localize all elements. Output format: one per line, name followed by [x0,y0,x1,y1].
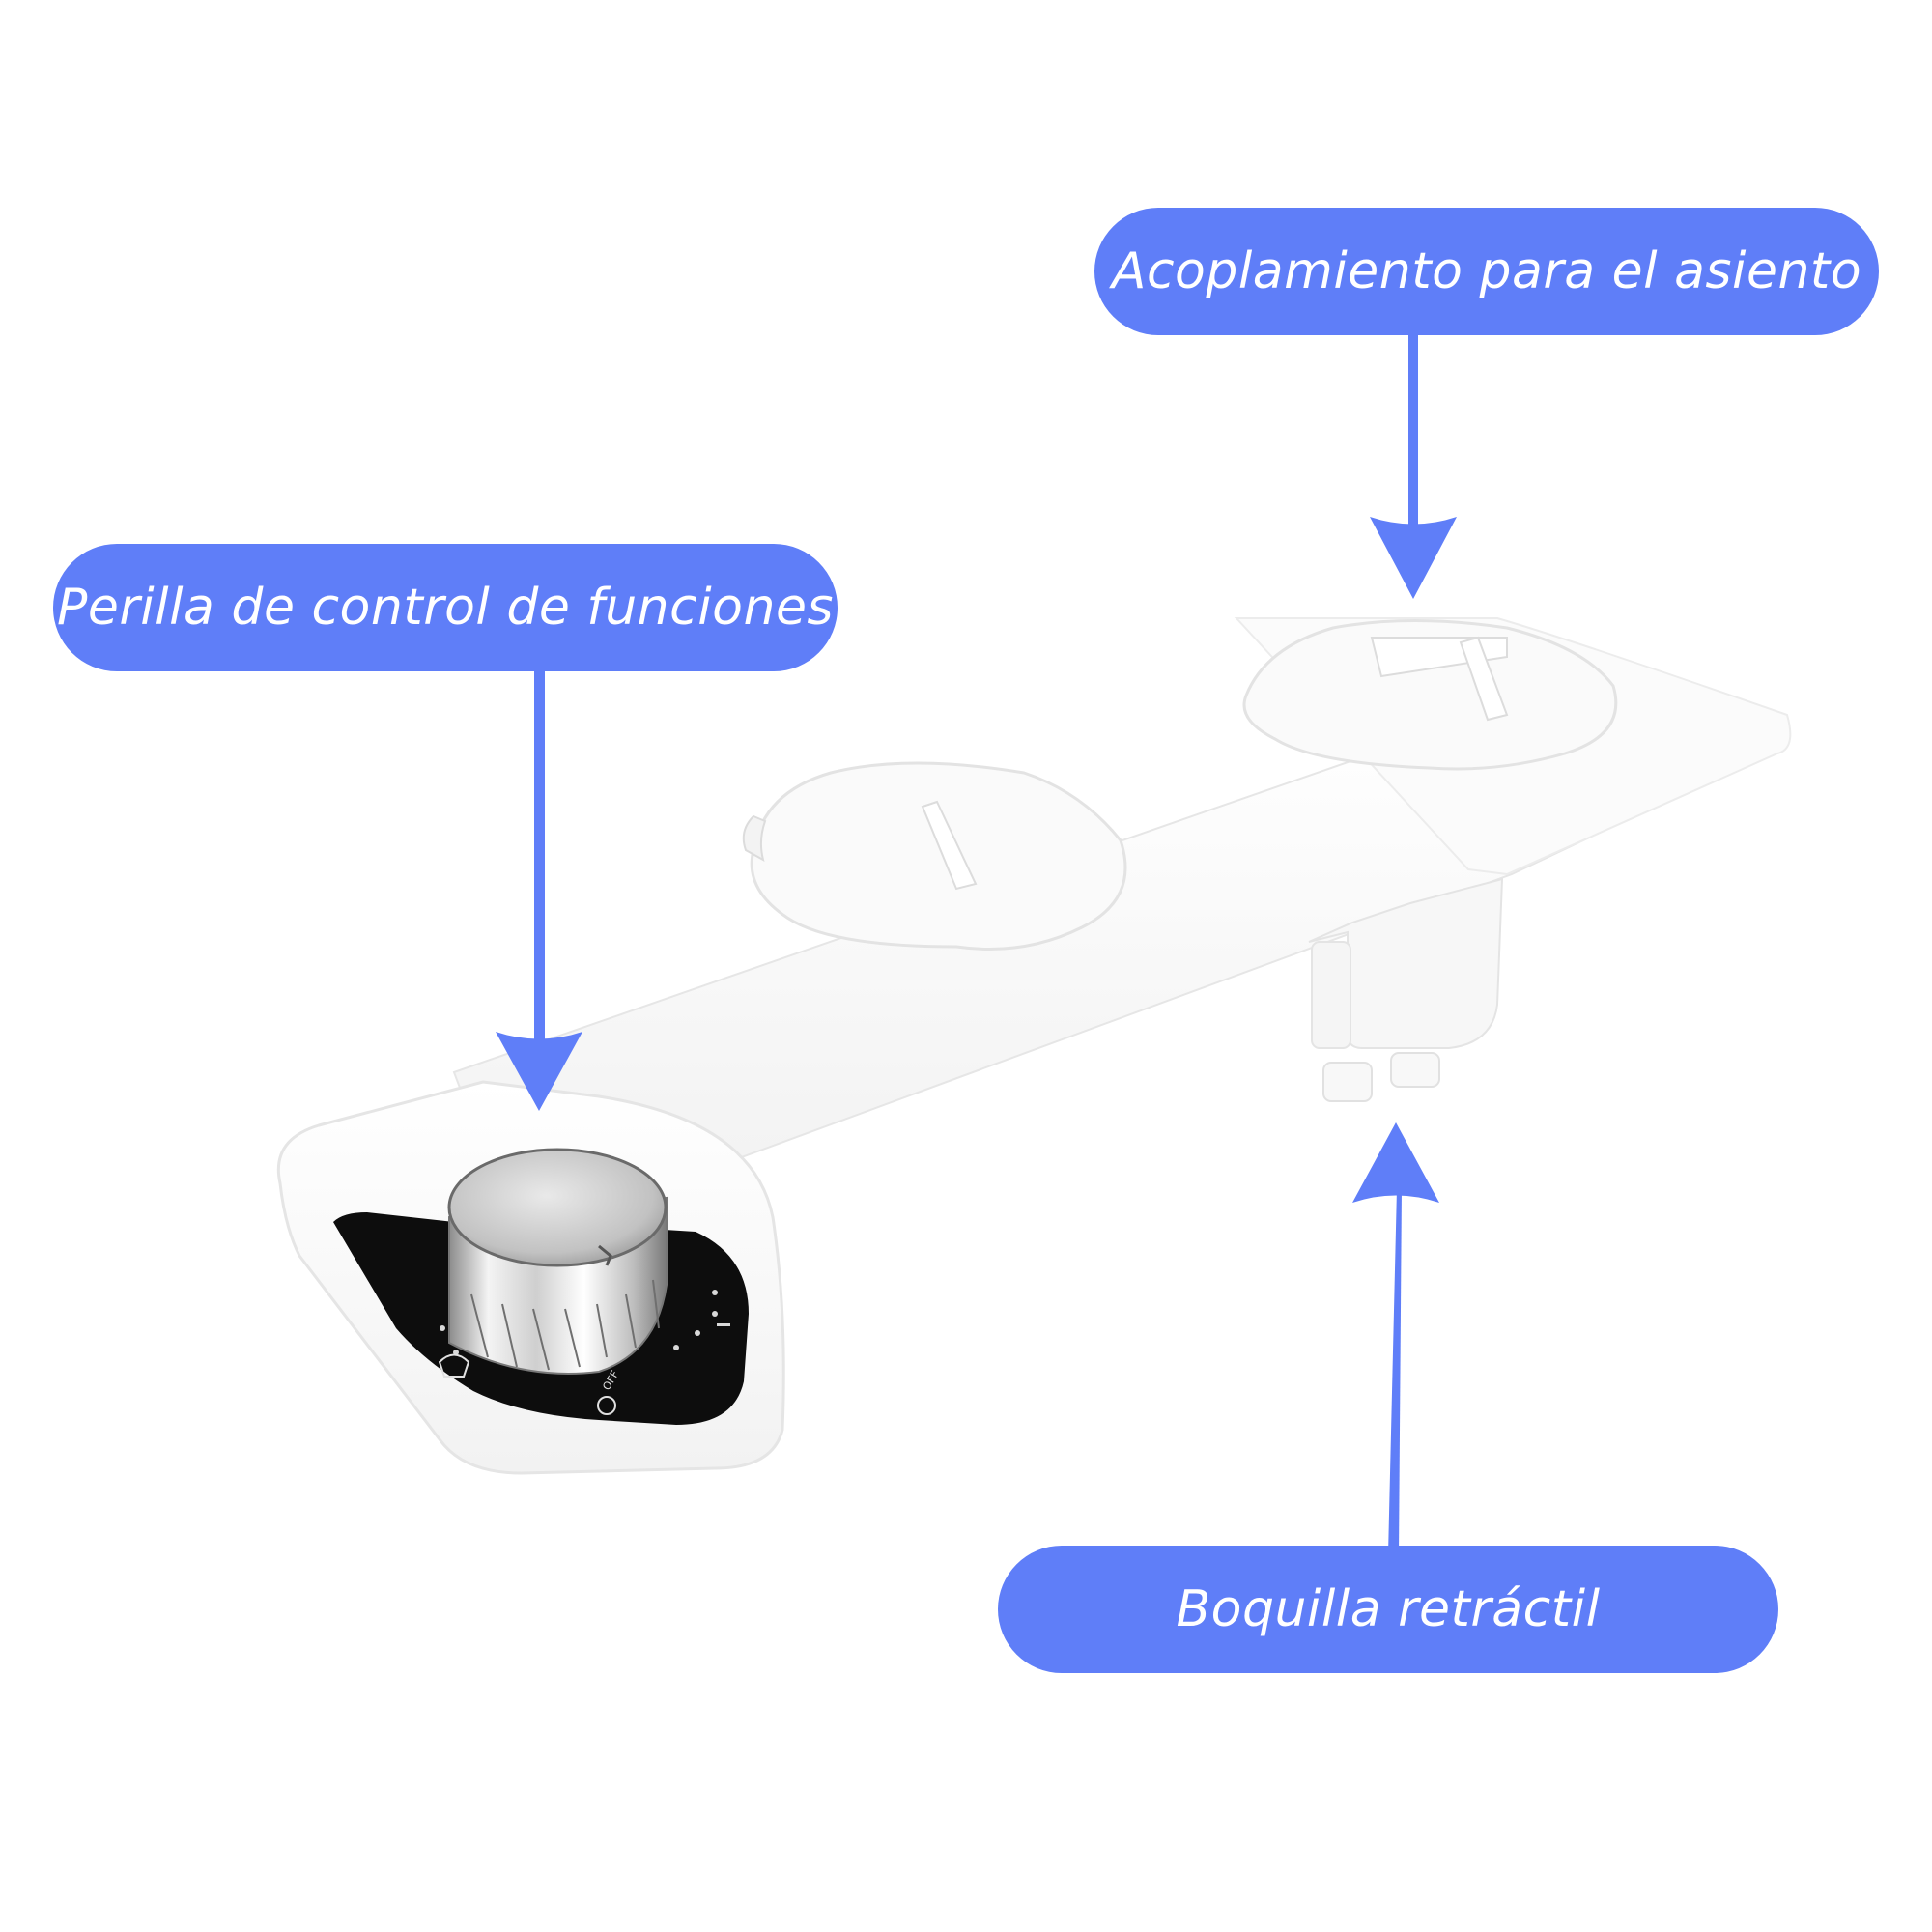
nozzle-housing [1308,877,1504,1102]
arrow-shaft-nozzle [1388,1188,1402,1555]
callout-label: Boquilla retráctil [1176,1580,1601,1638]
wash-mode-icon [438,1353,470,1378]
arrow-shaft-knob [534,667,545,1043]
callout-seat-attachment: Acoplamiento para el asiento [1094,208,1879,335]
control-box: OFF [276,1080,785,1475]
nozzle-tip-left [1322,1062,1373,1102]
callout-arrows [496,328,1457,1555]
power-icon [597,1396,616,1415]
callout-label: Perilla de control de funciones [56,579,835,637]
callout-label: Acoplamiento para el asiento [1111,242,1862,300]
nozzle-tip-right [1390,1052,1440,1088]
arrow-head-knob [496,1032,582,1111]
callout-nozzle: Boquilla retráctil [998,1546,1778,1673]
knob-indicator [598,1244,612,1266]
arrow-head-seat [1370,517,1457,599]
callout-control-knob: Perilla de control de funciones [53,544,838,671]
arrow-head-nozzle [1352,1122,1439,1203]
control-knob[interactable] [447,1148,668,1375]
seat-mount-discs [742,619,1618,951]
arrow-shaft-seat [1408,328,1418,526]
